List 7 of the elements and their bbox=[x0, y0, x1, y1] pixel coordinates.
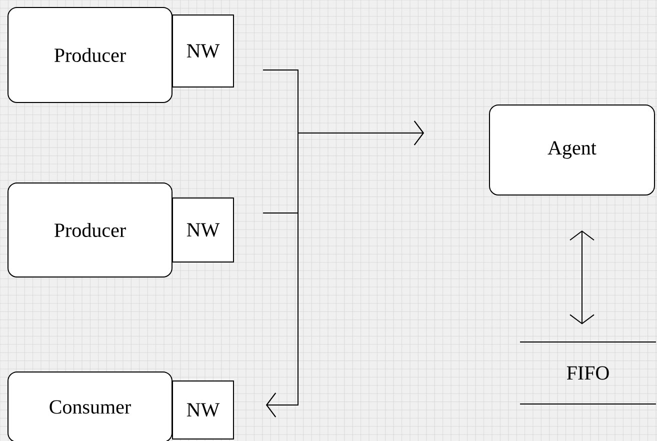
interface-box: NW bbox=[172, 198, 234, 262]
interface-box: NW bbox=[172, 14, 234, 88]
arrow bbox=[262, 212, 298, 418]
arrow bbox=[570, 230, 594, 324]
interface-box: NW bbox=[172, 380, 234, 440]
data-store: FIFO bbox=[520, 342, 656, 404]
process-box: Agent bbox=[489, 104, 655, 196]
